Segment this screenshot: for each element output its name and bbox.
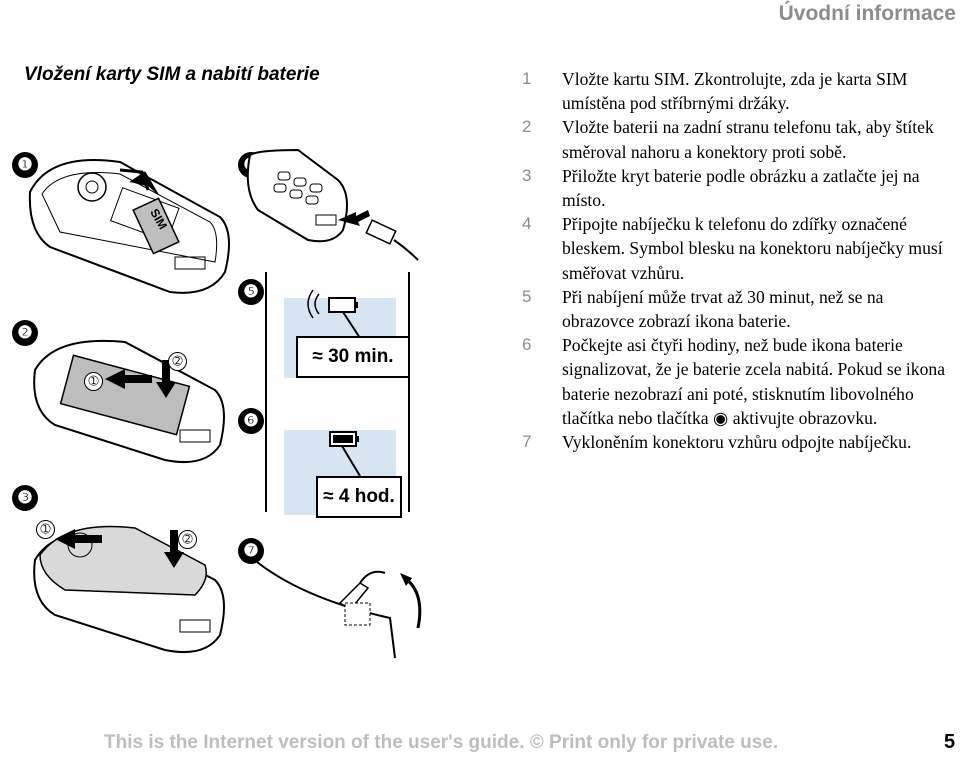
step-text: Vložte kartu SIM. Zkontrolujte, zda je k… [562,69,908,114]
substep-marker-2: ➁ [168,352,187,371]
panel-left-line [265,272,267,512]
step-number: 1 [522,69,532,88]
substep-marker-1b: ➀ [36,520,55,539]
step-item: 7 Vykloněním konektoru vzhůru odpojte nab… [522,430,952,454]
step-number: 5 [522,286,532,306]
phone-battery-illustration [33,339,225,464]
chapter-title: Úvodní informace [778,2,956,25]
step-number: 7 [522,432,532,452]
cover-slide-arrow [55,529,102,549]
step-number: 2 [522,117,532,137]
step-text: Vložte baterii na zadní stranu telefonu … [562,117,934,162]
step-item: 1 Vložte kartu SIM. Zkontrolujte, zda je … [522,67,952,115]
time-4-hod: ≈ 4 hod. [316,476,402,518]
step-item: 2 Vložte baterii na zadní stranu telefonu… [522,115,952,163]
footer-notice: This is the Internet version of the user… [104,732,779,753]
step-number: 6 [522,335,532,355]
step-text: Počkejte asi čtyři hodiny, než bude ikon… [562,335,945,428]
phone-charger-illustration [246,148,419,261]
battery-full-icon [329,431,361,477]
substep-marker-2b: ➁ [178,530,197,549]
substep-marker-1: ➀ [84,372,103,391]
step-marker-2: ❷ [12,320,38,346]
step-text: Přiložte kryt baterie podle obrázku a za… [562,165,920,211]
step-marker-5: ❺ [238,279,264,305]
step-marker-6: ❻ [238,408,264,434]
phone-sim-illustration [28,159,230,294]
page-number: 5 [944,731,956,753]
battery-charging-icon [307,289,361,339]
step-text: Připojte nabíječku k telefonu do zdířky … [562,214,943,283]
battery-push-arrow [105,369,152,389]
cover-down-arrow [164,530,184,568]
step-marker-1: ❶ [12,152,38,178]
battery-down-arrow [156,360,176,398]
step-item: 3 Přiložte kryt baterie podle obrázku a z… [522,164,952,212]
step-marker-7: ❼ [238,538,264,564]
step-number: 3 [522,165,532,185]
step-text: Vykloněním konektoru vzhůru odpojte nabí… [562,432,912,453]
step-marker-3: ❸ [12,485,38,511]
step-item: 4 Připojte nabíječku k telefonu do zdířky… [522,212,952,285]
step-item: 5 Při nabíjení může trvat až 30 minut, ne… [522,285,952,333]
panel-right-line [408,272,410,512]
instruction-steps: 1 Vložte kartu SIM. Zkontrolujte, zda je … [522,67,952,454]
phone-disconnect-illustration [251,557,422,659]
time-30-min: ≈ 30 min. [296,336,410,378]
step-number: 4 [522,214,532,234]
step-text: Při nabíjení může trvat až 30 minut, než… [562,286,884,332]
step-item: 6 Počkejte asi čtyři hodiny, než bude iko… [522,333,952,430]
section-title: Vložení karty SIM a nabití baterie [24,64,320,85]
sim-card [132,197,180,255]
